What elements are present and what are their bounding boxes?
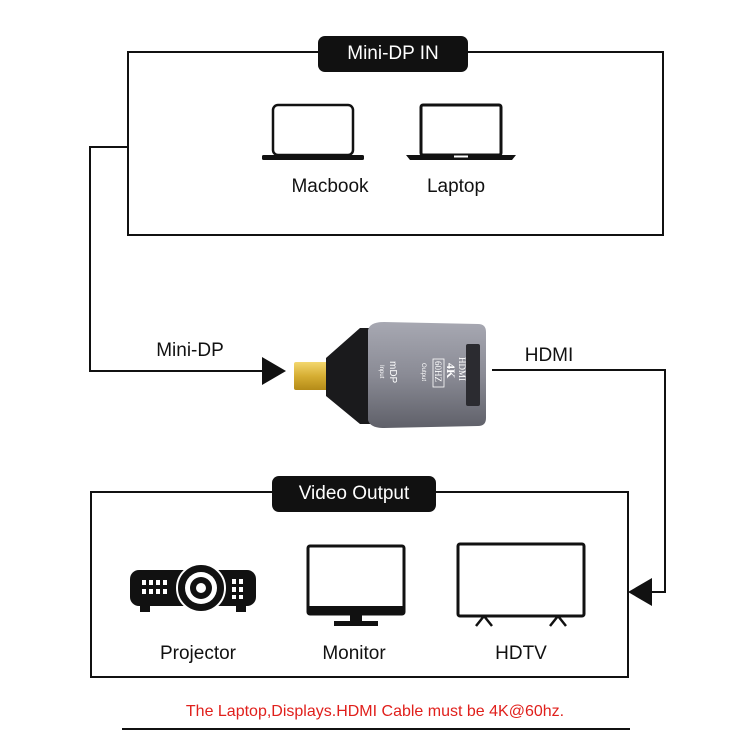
mini-dp-plug [294, 362, 330, 390]
adapter-output-sub: Output [420, 363, 426, 381]
mini-dp-wire [89, 146, 268, 372]
laptop-label: Laptop [426, 176, 486, 197]
tv-icon [456, 542, 586, 633]
hdmi-arrow-icon [628, 578, 652, 606]
hdmi-label: HDMI [524, 345, 574, 366]
macbook-icon [262, 103, 364, 166]
monitor-label: Monitor [322, 643, 386, 664]
requirement-note: The Laptop,Displays.HDMI Cable must be 4… [185, 703, 565, 720]
projector-label: Projector [159, 643, 237, 664]
adapter-output-line-1: HDMI [457, 357, 467, 381]
monitor-icon [306, 544, 406, 633]
hdmi-port [466, 344, 480, 406]
adapter-input-sub: Input [378, 365, 384, 379]
input-panel-title: Mini-DP IN [318, 36, 468, 72]
adapter-output-line-2: 4K [444, 363, 458, 379]
adapter-housing [368, 322, 486, 428]
hdmi-wire [492, 369, 666, 593]
hdtv-label: HDTV [495, 643, 547, 664]
mini-dp-label: Mini-DP [156, 340, 224, 361]
input-panel-frame [127, 51, 664, 236]
macbook-label: Macbook [291, 176, 369, 197]
connector-boot [326, 328, 374, 424]
projector-icon [128, 560, 258, 621]
output-panel-title: Video Output [272, 476, 436, 512]
adapter-image: mDP Input HDMI 4K 60HZ Output [288, 320, 488, 435]
note-underline [122, 728, 630, 730]
adapter-output-line-3: 60HZ [433, 361, 443, 382]
adapter-input-text: mDP [387, 361, 398, 384]
laptop-icon [406, 103, 516, 166]
mini-dp-arrow-icon [262, 357, 286, 385]
